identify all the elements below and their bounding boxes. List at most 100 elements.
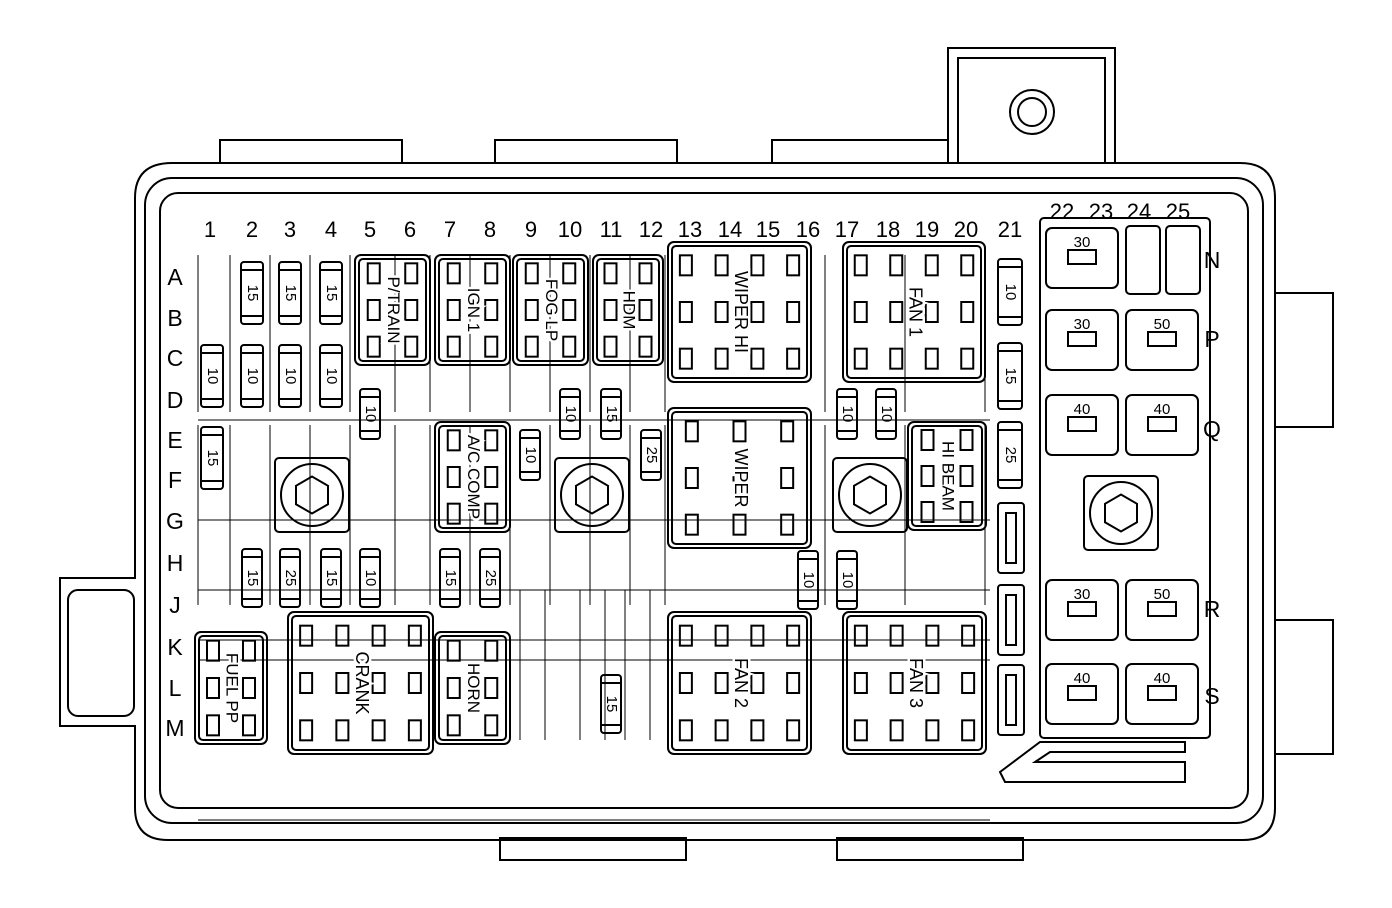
- relay-pin: [638, 335, 653, 358]
- relay-pin: [678, 672, 693, 694]
- row-label: P: [1204, 326, 1219, 352]
- relay-pin: [484, 429, 499, 452]
- relay-pin: [446, 299, 461, 321]
- relay-pin: [750, 301, 765, 323]
- relay-pin: [889, 254, 904, 277]
- relay-wiper: WIPER: [667, 407, 812, 549]
- empty-fuse-slot: [997, 664, 1025, 736]
- top-tab: [494, 139, 678, 164]
- relay-label: FOG LP: [542, 279, 561, 341]
- relay-pin: [786, 347, 801, 370]
- relay-pin: [446, 429, 461, 452]
- mini-fuse: 15: [439, 548, 461, 608]
- fuse-rating: 10: [282, 368, 299, 385]
- relay-pin: [335, 624, 350, 647]
- relay-pin: [446, 335, 461, 358]
- relay-pin: [684, 467, 699, 489]
- column-label: 21: [998, 217, 1022, 242]
- column-label: 25: [1166, 199, 1190, 224]
- mini-fuse: 15: [241, 548, 263, 608]
- mini-fuse: 25: [640, 429, 662, 481]
- relay-wiperhi: WIPER HI: [667, 241, 812, 383]
- fuse-rating: 10: [522, 447, 539, 464]
- relay-pin: [714, 672, 729, 694]
- relay-pin: [960, 301, 975, 323]
- bottom-tab: [836, 837, 1024, 861]
- relay-pin: [484, 714, 499, 737]
- fuse-rating: 10: [878, 406, 895, 423]
- relay-pin: [750, 254, 765, 277]
- fuse-rating: 10: [562, 406, 579, 423]
- relay-pin: [924, 254, 939, 277]
- relay-pin: [678, 347, 693, 370]
- relay-pin: [889, 301, 904, 323]
- relay-pin: [407, 719, 422, 742]
- relay-pin: [446, 714, 461, 737]
- mini-fuse: 10: [519, 429, 541, 481]
- column-label: 12: [639, 217, 663, 242]
- fuse-rating: 15: [323, 285, 340, 302]
- relay-pin: [920, 465, 935, 487]
- relay-pin: [925, 672, 940, 694]
- mini-fuse: 25: [279, 548, 301, 608]
- mini-fuse: 10: [240, 344, 264, 408]
- mounting-ear-inner: [957, 57, 1106, 163]
- fuse-rating: 50: [1154, 316, 1171, 333]
- relay-pin: [714, 347, 729, 370]
- side-tab: [1274, 619, 1334, 755]
- relay-pin: [750, 347, 765, 370]
- row-label: M: [165, 715, 184, 741]
- relay-pin: [959, 501, 974, 523]
- retainer-clip: [998, 741, 1186, 783]
- relay-pin: [678, 624, 693, 647]
- relay-pin: [371, 672, 386, 694]
- relay-pin: [404, 335, 419, 358]
- row-label: F: [168, 467, 182, 493]
- fuse-rating: 15: [323, 570, 340, 587]
- inner-frame-outer: [144, 177, 1264, 824]
- fuse-rating: 15: [442, 570, 459, 587]
- relay-pin: [678, 301, 693, 323]
- relay-pin: [299, 672, 314, 694]
- fuse-rating: 10: [323, 368, 340, 385]
- relay-pin: [959, 429, 974, 451]
- fuse-rating: 25: [482, 570, 499, 587]
- column-label: 8: [484, 217, 496, 242]
- mini-fuse: 15: [997, 342, 1023, 410]
- fuse-rating: 10: [362, 406, 379, 423]
- relay-pin: [242, 677, 256, 699]
- relay-pin: [335, 719, 350, 742]
- mounting-ear: [947, 47, 1116, 163]
- relay-pin: [603, 335, 618, 358]
- maxi-fuse: 30: [1045, 579, 1119, 641]
- relay-label: FAN 1: [905, 287, 925, 337]
- row-label: N: [1204, 247, 1221, 273]
- mini-fuse: 10: [836, 388, 858, 440]
- relay-fuelpp: FUEL PP: [194, 631, 268, 745]
- fuse-rating: 30: [1074, 316, 1091, 333]
- relay-pin: [780, 467, 795, 489]
- inner-frame: [159, 192, 1249, 809]
- column-label: 11: [600, 217, 623, 242]
- column-label: 13: [678, 217, 702, 242]
- relay-pin: [484, 262, 499, 285]
- relay-pin: [732, 513, 747, 536]
- relay-label: CRANK: [352, 651, 372, 714]
- mini-fuse: 10: [359, 388, 381, 440]
- mini-fuse: 10: [875, 388, 897, 440]
- relay-pin: [853, 347, 868, 370]
- relay-horn: HORN: [434, 631, 511, 745]
- relay-pin: [206, 677, 220, 699]
- fuse-rating: 15: [282, 285, 299, 302]
- fuse-rating: 40: [1154, 670, 1171, 687]
- relay-pin: [366, 262, 381, 285]
- column-label: 14: [718, 217, 742, 242]
- relay-label: A/C COMP: [464, 435, 483, 519]
- relay-fan2: FAN 2: [667, 611, 812, 755]
- relay-label: WIPER HI: [731, 271, 751, 353]
- relay-crank: CRANK: [287, 611, 434, 755]
- fuse-rating: 10: [362, 570, 379, 587]
- row-label: E: [167, 427, 182, 453]
- relay-pin: [684, 420, 699, 443]
